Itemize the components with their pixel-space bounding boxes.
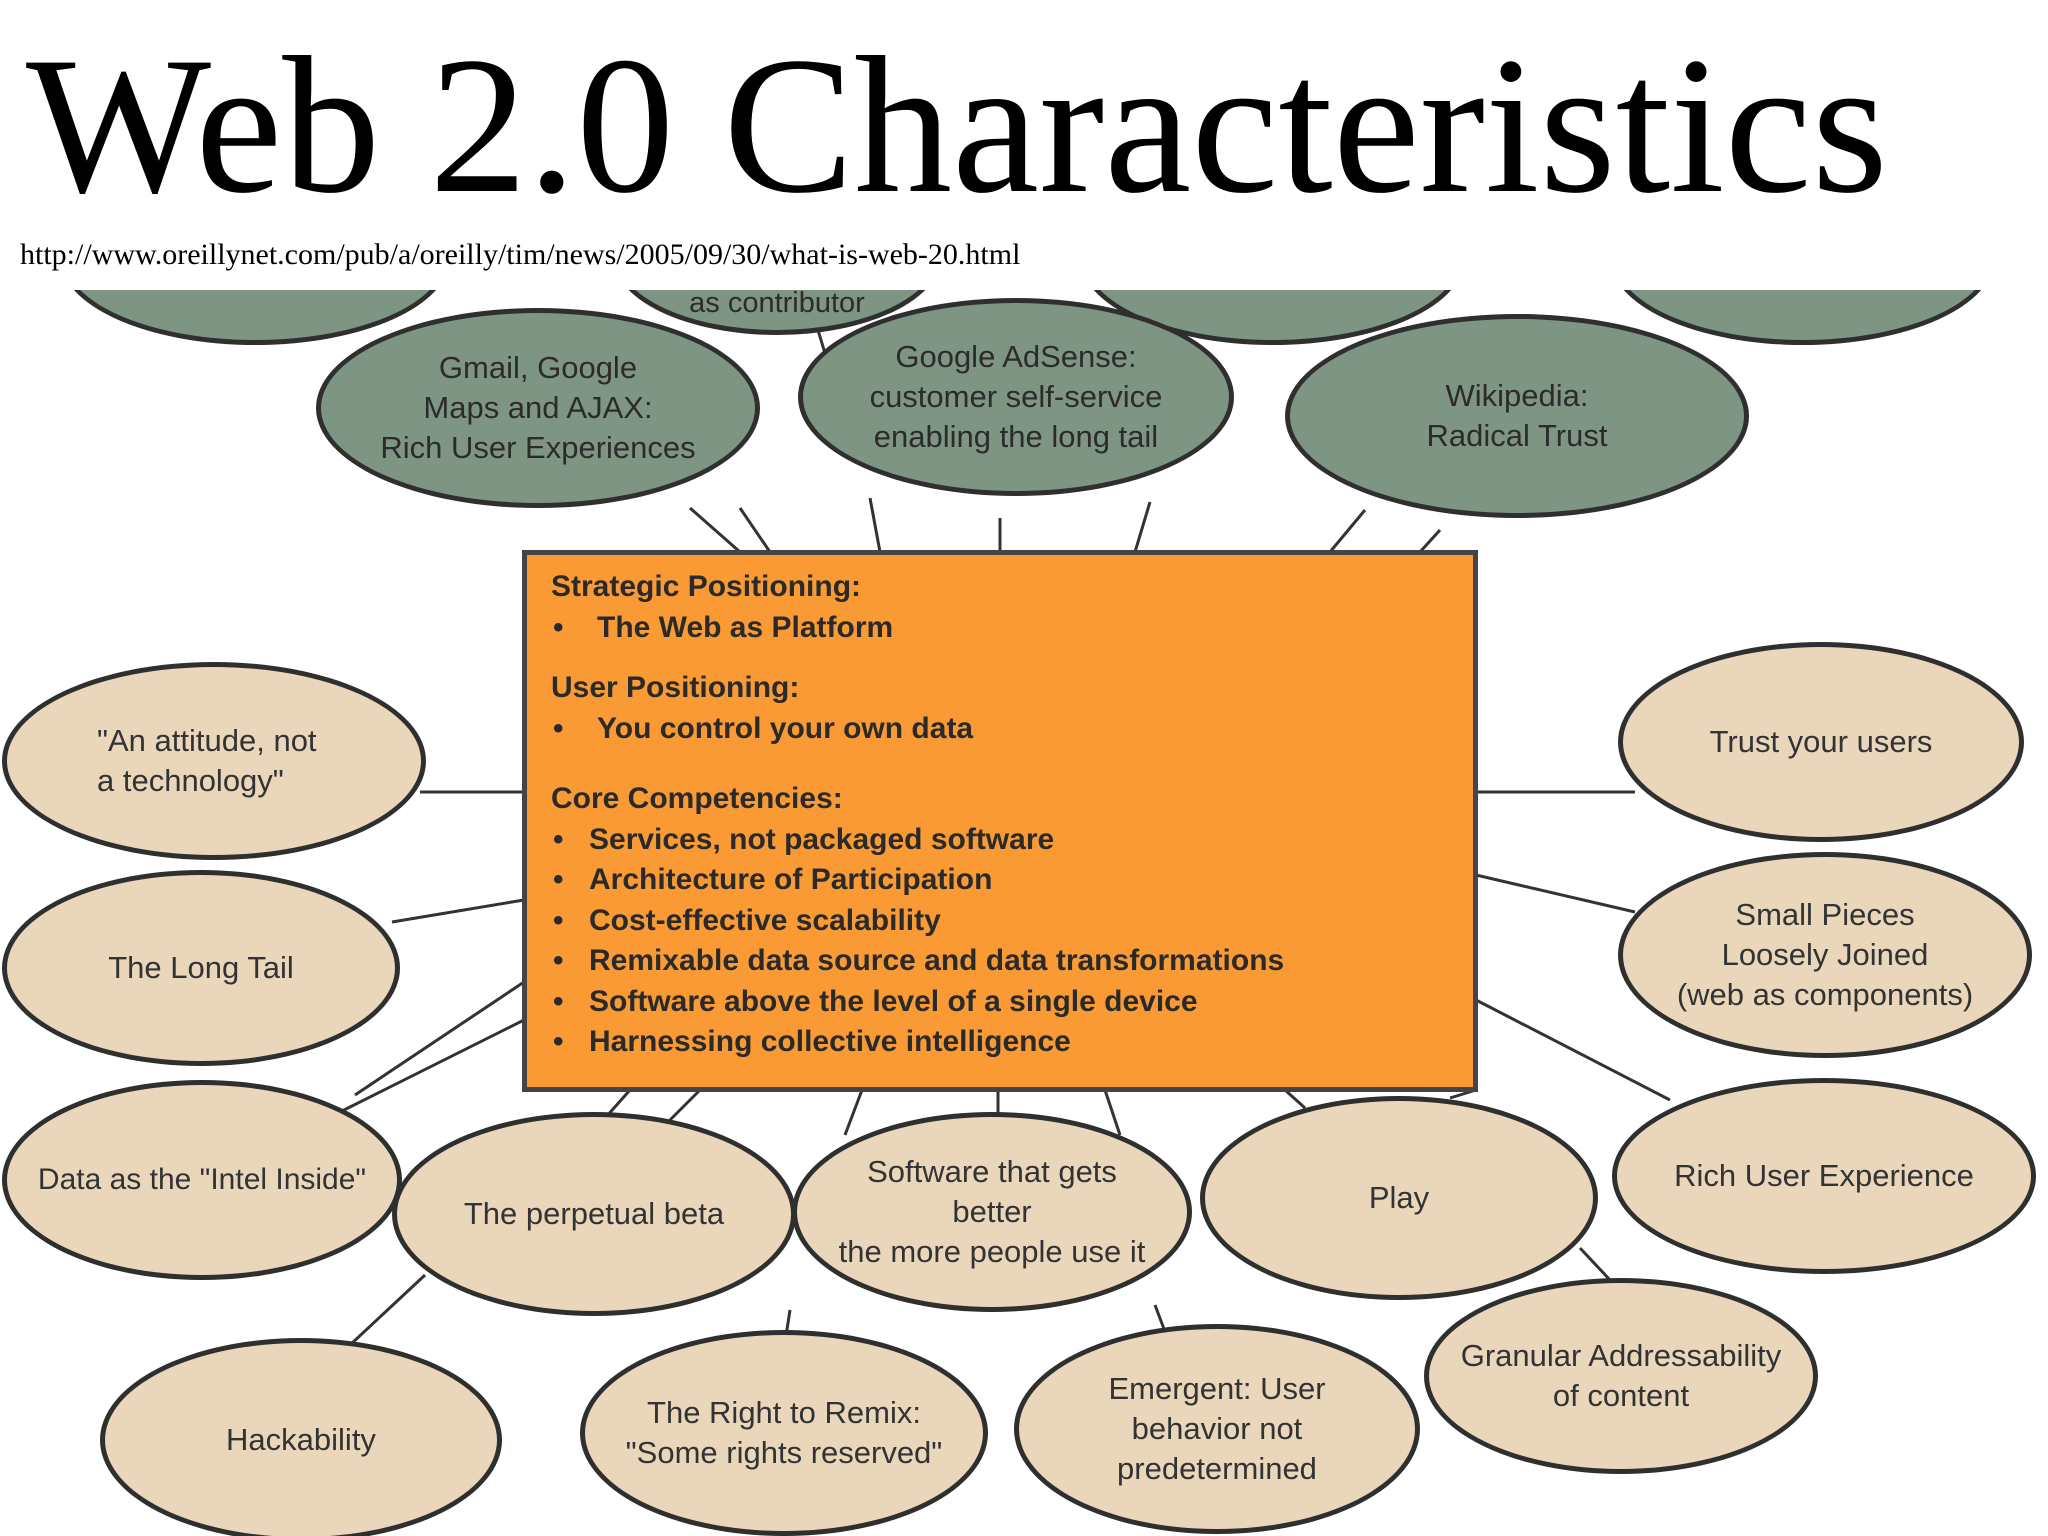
bubble-label: Software that gets better the more peopl… <box>838 1154 1146 1269</box>
connector-line <box>738 507 772 553</box>
connector-line <box>689 506 741 554</box>
core-item: Cost-effective scalability <box>551 901 1451 942</box>
connector-line <box>1133 501 1152 553</box>
bubble-right-to-remix: The Right to Remix: "Some rights reserve… <box>580 1330 988 1536</box>
bubble-granular-addressability: Granular Addressability of content <box>1424 1278 1818 1474</box>
core-competencies-heading: Core Competencies: <box>551 782 843 815</box>
core-item: Architecture of Participation <box>551 860 1451 901</box>
bubble-small-pieces: Small Pieces Loosely Joined (web as comp… <box>1618 852 2032 1058</box>
bubble-label: The Long Tail <box>108 950 294 986</box>
slide-title: Web 2.0 Characteristics <box>26 17 1888 234</box>
core-item: Harnessing collective intelligence <box>551 1022 1451 1063</box>
bubble-label: Hackability <box>226 1422 376 1458</box>
connector-line <box>843 1089 864 1136</box>
bubble-label: Granular Addressability of content <box>1460 1338 1782 1413</box>
connector-line <box>348 1273 427 1347</box>
bubble-label: "An attitude, not a technology" <box>97 723 317 798</box>
bubble-label: Emergent: User behavior not predetermine… <box>1108 1371 1326 1486</box>
bubble-label: The Right to Remix: "Some rights reserve… <box>625 1395 943 1470</box>
web20-meme-map: as contributor Gmail, Google Maps and AJ… <box>0 290 2048 1536</box>
bubble-label: Data as the "Intel Inside" <box>37 1162 367 1196</box>
core-principles-box: Strategic Positioning: The Web as Platfo… <box>522 550 1478 1092</box>
connector-line <box>868 497 882 553</box>
user-positioning-heading: User Positioning: <box>551 671 800 704</box>
core-item: Software above the level of a single dev… <box>551 982 1451 1023</box>
strategic-positioning-heading: Strategic Positioning: <box>551 570 862 603</box>
connector-line <box>1328 509 1367 553</box>
bubble-label: as contributor <box>689 290 865 319</box>
core-item: Services, not packaged software <box>551 820 1451 861</box>
core-item: Remixable data source and data transform… <box>551 941 1451 982</box>
connector-line <box>354 980 525 1097</box>
bubble-long-tail: The Long Tail <box>2 870 400 1066</box>
connector-line <box>1418 528 1442 554</box>
connector-line <box>1103 1089 1122 1136</box>
bubble-label: The perpetual beta <box>463 1196 725 1232</box>
connector-line <box>1283 1088 1307 1110</box>
strategic-item: The Web as Platform <box>551 608 1451 649</box>
bubble-label: Play <box>1368 1180 1430 1216</box>
bubble-hackability: Hackability <box>100 1338 502 1536</box>
bubble-partial-top-center: as contributor <box>612 290 942 335</box>
bubble-emergent: Emergent: User behavior not predetermine… <box>1014 1324 1420 1534</box>
connector-line <box>339 1018 525 1114</box>
connector-line <box>391 898 525 924</box>
source-url: http://www.oreillynet.com/pub/a/oreilly/… <box>20 238 1021 271</box>
bubble-software-better: Software that gets better the more peopl… <box>792 1112 1192 1312</box>
connector-line <box>668 1088 702 1122</box>
bubble-trust-users: Trust your users <box>1618 642 2024 842</box>
bubble-label: Google AdSense: customer self-service en… <box>869 339 1163 454</box>
bubble-play: Play <box>1200 1096 1598 1300</box>
bubble-label: Trust your users <box>1709 724 1933 760</box>
bubble-label: Small Pieces Loosely Joined (web as comp… <box>1676 897 1974 1012</box>
bubble-label: Wikipedia: Radical Trust <box>1426 378 1608 453</box>
bubble-label: Rich User Experience <box>1674 1158 1974 1194</box>
bubble-label: Gmail, Google Maps and AJAX: Rich User E… <box>380 350 696 465</box>
connector-line <box>1475 873 1636 914</box>
connector-line <box>1578 1246 1612 1282</box>
bubble-google-adsense: Google AdSense: customer self-service en… <box>798 298 1234 496</box>
bubble-perpetual-beta: The perpetual beta <box>392 1112 796 1316</box>
bubble-rich-user-experience: Rich User Experience <box>1612 1078 2036 1274</box>
bubble-data-intel-inside: Data as the "Intel Inside" <box>2 1080 402 1280</box>
user-item: You control your own data <box>551 709 1451 750</box>
bubble-wikipedia: Wikipedia: Radical Trust <box>1285 314 1749 518</box>
connector-line <box>1475 998 1671 1102</box>
bubble-gmail-ajax: Gmail, Google Maps and AJAX: Rich User E… <box>316 308 760 508</box>
bubble-attitude: "An attitude, not a technology" <box>2 662 426 860</box>
